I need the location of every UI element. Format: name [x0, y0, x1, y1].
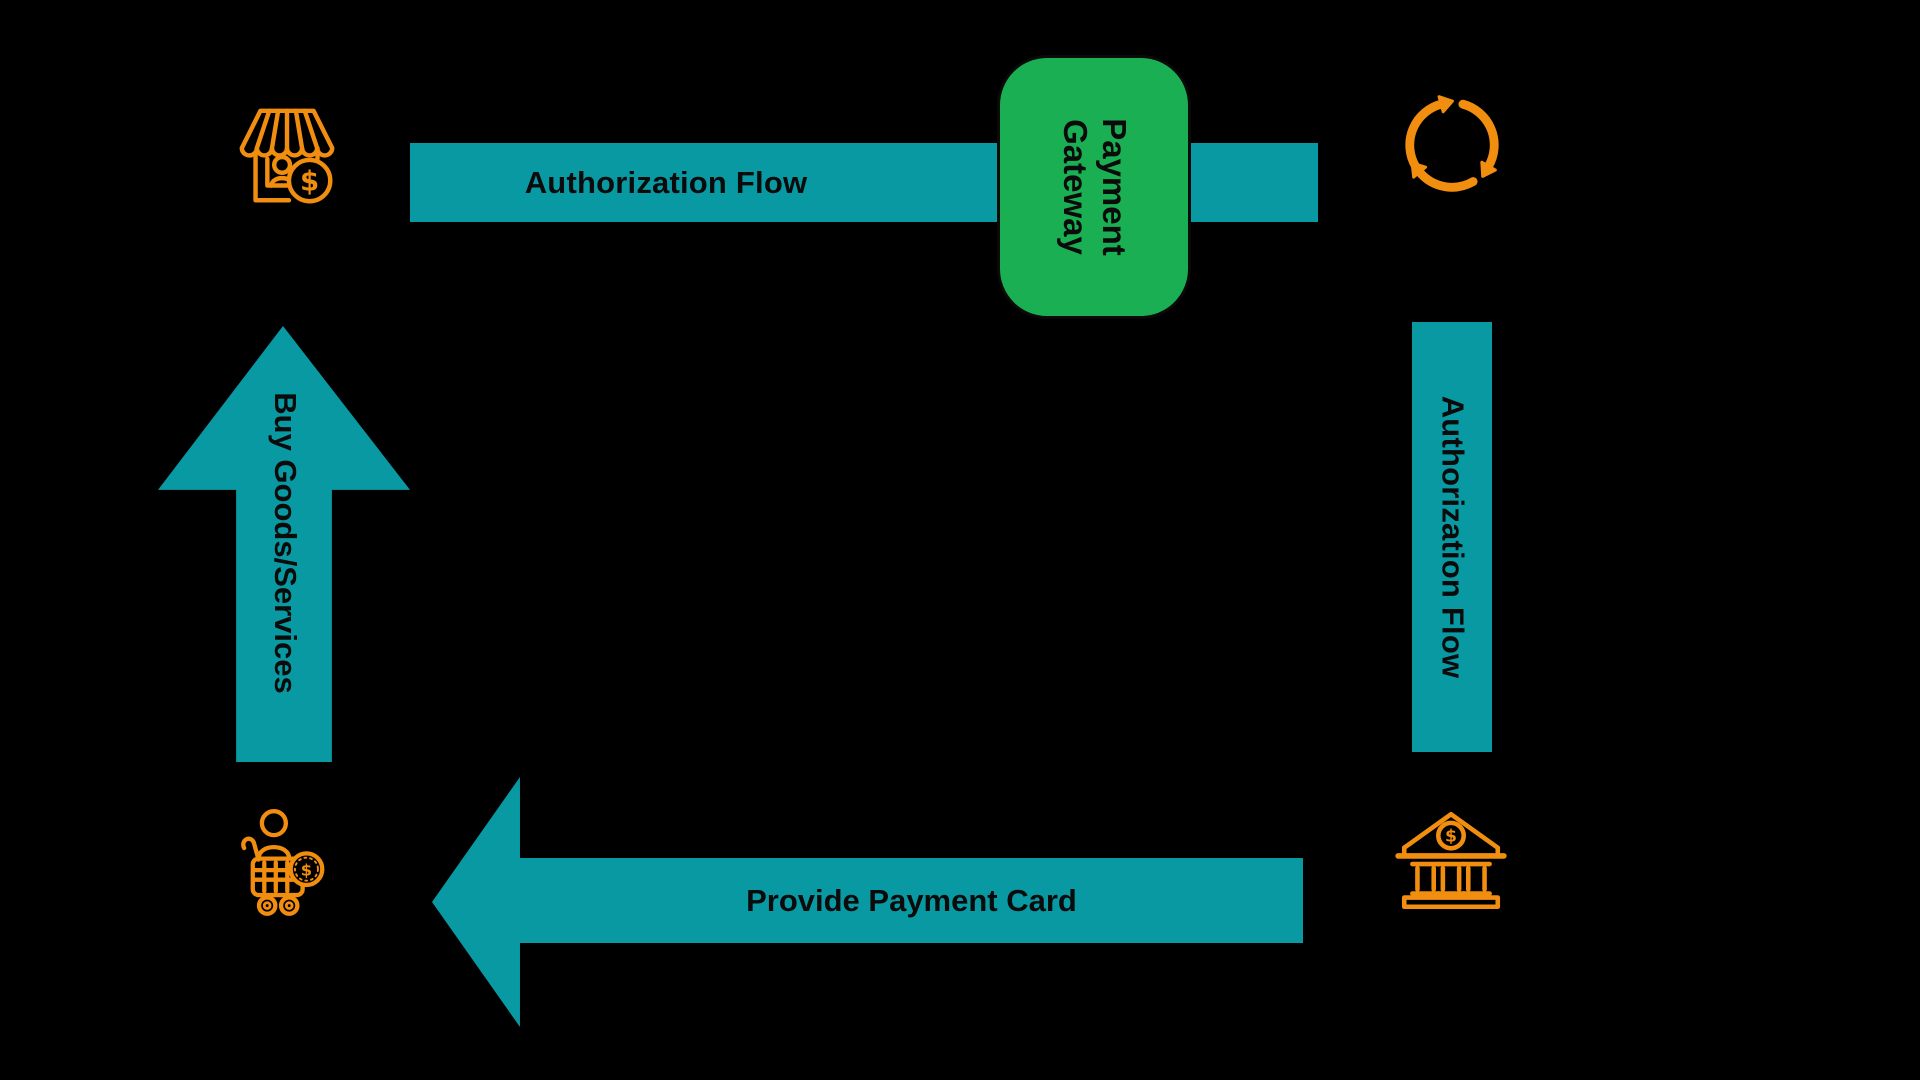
- dollar-glyph: $: [301, 861, 312, 880]
- storefront-icon: $: [226, 98, 348, 216]
- buy-goods-services-label: Buy Goods/Services: [268, 392, 303, 694]
- payment-gateway-label: Payment Gateway: [1057, 118, 1133, 256]
- provide-payment-card-label: Provide Payment Card: [746, 882, 1077, 918]
- provide-payment-card-arrow: Provide Payment Card: [432, 777, 1303, 1027]
- authorization-flow-right-bar: [1412, 322, 1492, 752]
- authorization-flow-top-label: Authorization Flow: [524, 164, 808, 200]
- cycle-arrows-icon: [1393, 86, 1511, 204]
- bank-icon: $: [1390, 801, 1512, 923]
- buy-goods-services-arrow: Buy Goods/Services: [158, 326, 410, 762]
- shopping-cart-icon: $: [225, 801, 340, 922]
- dollar-glyph: $: [300, 166, 319, 198]
- dollar-glyph: $: [1445, 827, 1457, 847]
- payment-gateway-node: Payment Gateway: [997, 55, 1191, 319]
- authorization-flow-right-label: Authorization Flow: [1435, 395, 1470, 679]
